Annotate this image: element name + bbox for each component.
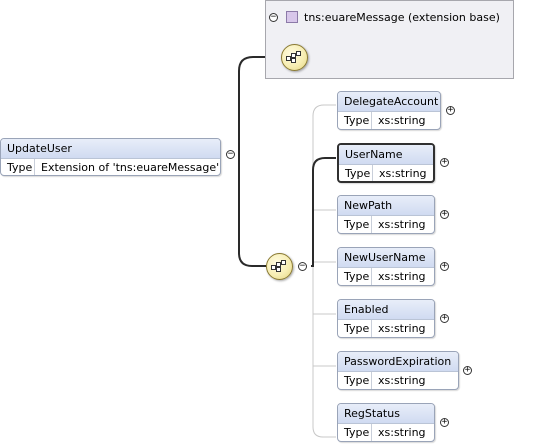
expand-toggle[interactable]: + <box>440 209 449 219</box>
element-type-row: Type xs:string <box>338 424 434 441</box>
type-value: xs:string <box>378 426 426 439</box>
connector-selected-username <box>311 157 336 267</box>
element-type-row: Type xs:string <box>338 112 440 129</box>
collapse-root-toggle[interactable]: − <box>226 149 235 159</box>
element-type-row: Type xs:string <box>339 165 433 181</box>
type-key: Type <box>338 268 372 285</box>
type-value: xs:string <box>378 374 426 387</box>
sequence-icon <box>271 260 286 272</box>
extension-base-group: − tns:euareMessage (extension base) <box>265 0 514 79</box>
expand-toggle[interactable]: + <box>440 261 449 271</box>
element-name: Enabled <box>338 300 434 320</box>
element-name: RegStatus <box>338 404 434 424</box>
sequence-compositor-icon[interactable] <box>281 44 308 71</box>
element-type-row: Type xs:string <box>338 320 434 337</box>
root-element-updateuser[interactable]: UpdateUser Type Extension of 'tns:euareM… <box>0 138 221 176</box>
extension-base-label: tns:euareMessage (extension base) <box>304 10 500 24</box>
element-name: NewPath <box>338 196 434 216</box>
element-name: NewUserName <box>338 248 434 268</box>
complex-type-icon <box>286 11 298 23</box>
child-element-delegateaccount[interactable]: DelegateAccount Type xs:string <box>337 91 441 130</box>
type-key: Type <box>338 320 372 337</box>
element-type-row: Type xs:string <box>338 216 434 233</box>
type-value: xs:string <box>378 270 426 283</box>
expand-toggle[interactable]: + <box>440 417 449 427</box>
element-type-row: Type xs:string <box>338 268 434 285</box>
type-key: Type <box>338 372 372 389</box>
expand-toggle[interactable]: + <box>440 157 449 167</box>
sequence-compositor-icon[interactable] <box>266 253 293 280</box>
element-name: UpdateUser <box>1 139 220 159</box>
child-element-passwordexpiration[interactable]: PasswordExpiration Type xs:string <box>337 351 459 390</box>
type-value: xs:string <box>378 218 426 231</box>
element-name: DelegateAccount <box>338 92 440 112</box>
element-type-row: Type Extension of 'tns:euareMessage' <box>1 159 220 175</box>
expand-toggle[interactable]: + <box>446 105 455 115</box>
sequence-icon <box>286 51 301 63</box>
expand-toggle[interactable]: + <box>463 365 472 375</box>
element-name: PasswordExpiration <box>338 352 458 372</box>
child-element-newpath[interactable]: NewPath Type xs:string <box>337 195 435 234</box>
child-element-newusername[interactable]: NewUserName Type xs:string <box>337 247 435 286</box>
child-element-regstatus[interactable]: RegStatus Type xs:string <box>337 403 435 442</box>
collapse-extension-toggle[interactable]: − <box>269 11 278 22</box>
type-key: Type <box>339 165 373 181</box>
connector-children-trunk <box>311 104 336 438</box>
expand-toggle[interactable]: + <box>440 313 449 323</box>
element-name: UserName <box>339 145 433 165</box>
extension-header: − tns:euareMessage (extension base) <box>269 10 500 24</box>
type-key: Type <box>338 424 372 441</box>
type-value: xs:string <box>379 167 427 180</box>
child-element-username[interactable]: UserName Type xs:string <box>337 143 435 183</box>
type-value: Extension of 'tns:euareMessage' <box>41 161 220 174</box>
type-key: Type <box>1 159 35 175</box>
type-value: xs:string <box>378 114 426 127</box>
connector-root-tree <box>238 56 281 267</box>
type-value: xs:string <box>378 322 426 335</box>
child-element-enabled[interactable]: Enabled Type xs:string <box>337 299 435 338</box>
element-type-row: Type xs:string <box>338 372 458 389</box>
type-key: Type <box>338 112 372 129</box>
connector-child-branches <box>313 209 336 367</box>
collapse-sequence-toggle[interactable]: − <box>298 261 307 271</box>
type-key: Type <box>338 216 372 233</box>
